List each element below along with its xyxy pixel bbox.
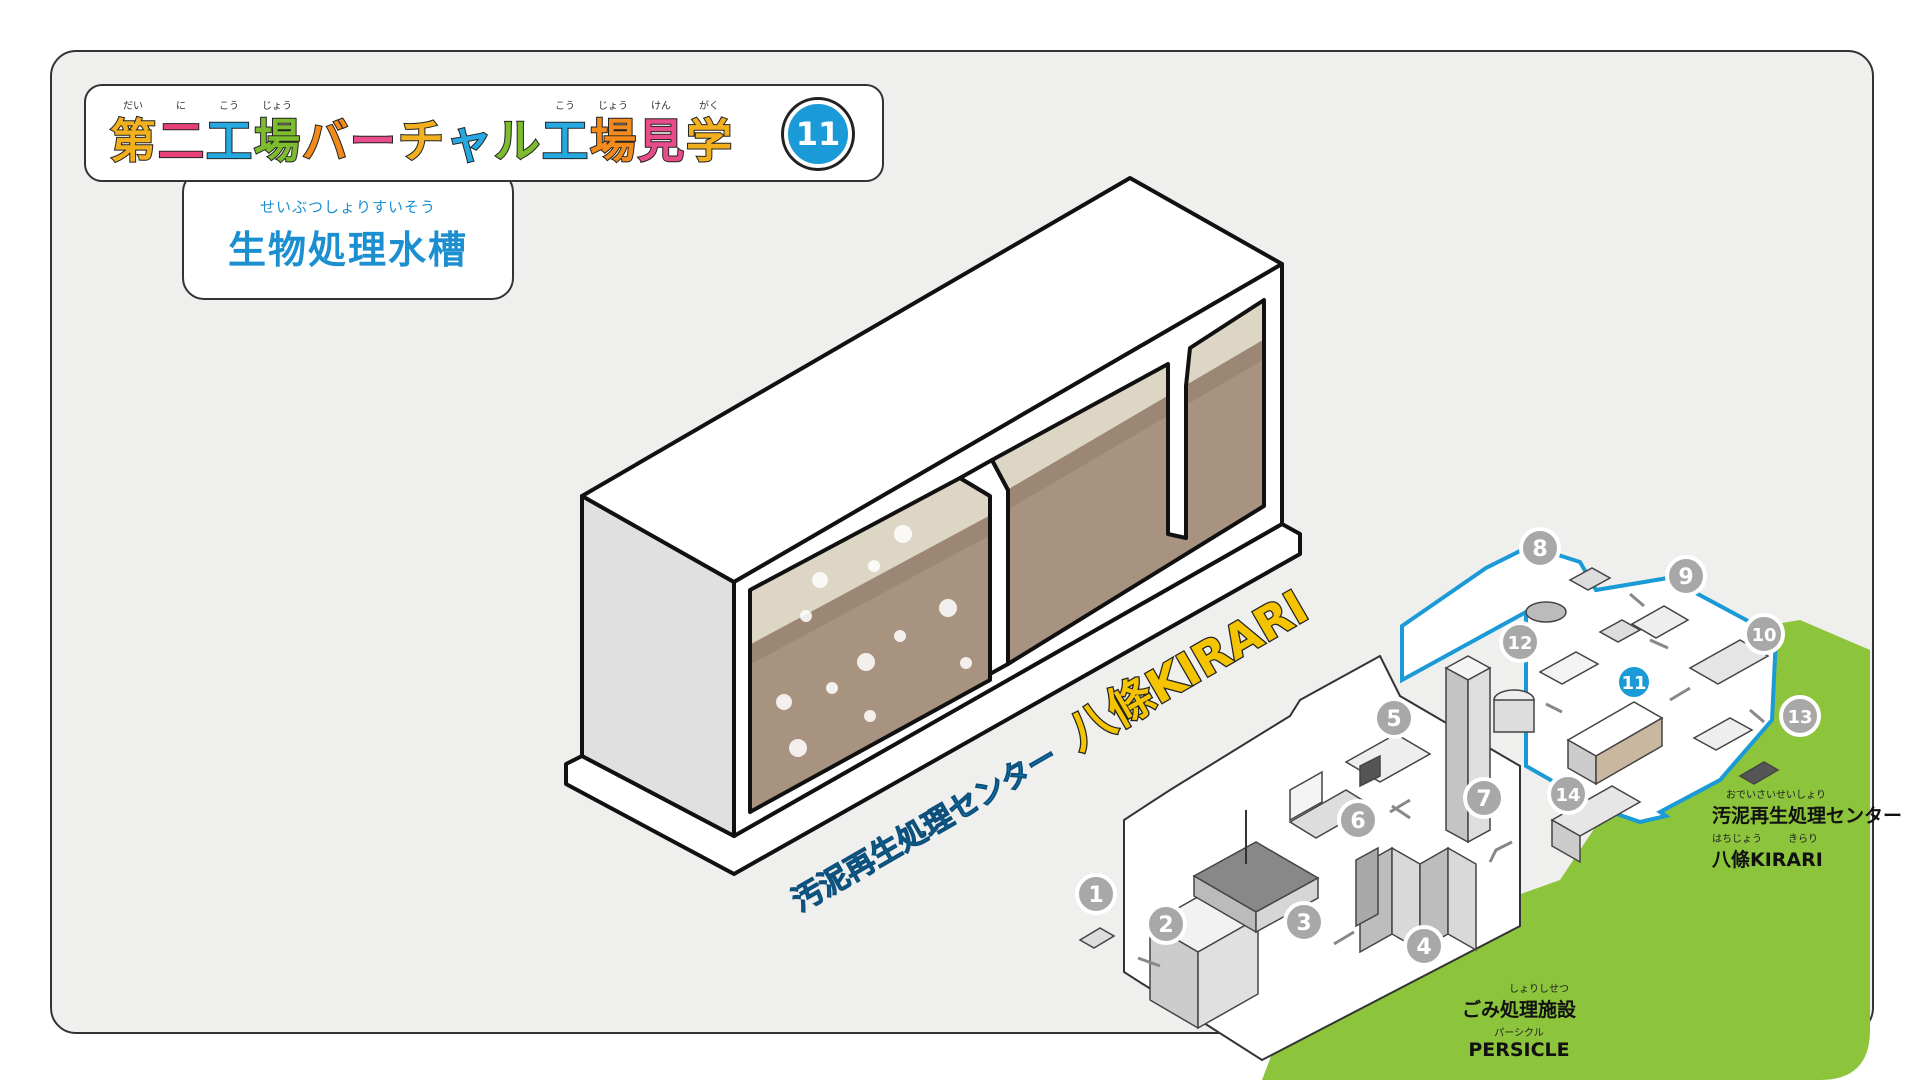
station-12-marker[interactable]: 12 <box>1499 621 1541 663</box>
title-char-glyph: 二 <box>157 113 205 169</box>
facility-map: 1 2 3 4 5 6 7 8 9 10 11 12 13 14 <box>1075 527 1821 1062</box>
title-char: だい第 <box>109 86 157 169</box>
svg-text:11: 11 <box>1621 673 1646 694</box>
title-char-ruby: がく <box>699 101 719 112</box>
title-char-ruby: じょう <box>598 101 628 112</box>
svg-text:3: 3 <box>1296 911 1311 936</box>
title-char: チ <box>397 86 445 169</box>
title-char-glyph: 工 <box>541 113 589 169</box>
title-char-glyph: バ <box>301 113 349 169</box>
svg-text:1: 1 <box>1088 883 1103 908</box>
title-box: だい第に二こう工じょう場バーチャルこう工じょう場けん見がく学 11 <box>84 84 884 182</box>
station-9-marker[interactable]: 9 <box>1665 555 1707 597</box>
title-char: じょう場 <box>589 86 637 169</box>
title-char: こう工 <box>541 86 589 169</box>
subtitle-text: 生物処理水槽 <box>227 228 468 272</box>
station-4-marker[interactable]: 4 <box>1403 925 1445 967</box>
sludge-center-name2: 八條KIRARI <box>1712 849 1823 871</box>
svg-text:5: 5 <box>1386 707 1401 732</box>
station-14-marker[interactable]: 14 <box>1547 773 1589 815</box>
svg-text:6: 6 <box>1350 809 1365 834</box>
air-bubbles <box>776 525 972 757</box>
station-2-marker[interactable]: 2 <box>1145 903 1187 945</box>
svg-text:9: 9 <box>1678 565 1693 590</box>
station-6-marker[interactable]: 6 <box>1337 799 1379 841</box>
waste-facility-name: ごみ処理施設 <box>1461 999 1576 1021</box>
svg-text:14: 14 <box>1555 785 1580 806</box>
title-char: こう工 <box>205 86 253 169</box>
title-char-ruby: けん <box>651 101 671 112</box>
sludge-center-ruby: おでいさいせいしょり <box>1726 790 1826 801</box>
title-char-glyph: 場 <box>589 113 637 169</box>
subtitle-box: せいぶつしょりすいそう 生物処理水槽 <box>182 170 514 300</box>
title-char: バ <box>301 86 349 169</box>
title-char-glyph: 場 <box>253 113 301 169</box>
waste-facility-label: しょりしせつ ごみ処理施設 パーシクル PERSICLE <box>1458 980 1580 1061</box>
title-char-glyph: 学 <box>685 113 733 169</box>
station-1-marker[interactable]: 1 <box>1075 873 1117 915</box>
title-char: がく学 <box>685 86 733 169</box>
sludge-center-ruby2b: きらり <box>1788 834 1818 845</box>
station-13-marker[interactable]: 13 <box>1779 695 1821 737</box>
equipment <box>1078 567 1780 1030</box>
step-number-badge: 11 <box>784 100 852 168</box>
waste-facility-ruby2: パーシクル <box>1494 1028 1544 1039</box>
title-char-glyph: 見 <box>637 113 685 169</box>
svg-text:2: 2 <box>1158 913 1173 938</box>
station-7-marker[interactable]: 7 <box>1463 777 1505 819</box>
title-char-ruby: じょう <box>262 101 292 112</box>
title-char: に二 <box>157 86 205 169</box>
title-char-ruby: に <box>176 101 186 112</box>
svg-text:7: 7 <box>1476 787 1491 812</box>
title-char: ャ <box>445 86 493 169</box>
title-char-glyph: ル <box>493 113 541 169</box>
title-text: だい第に二こう工じょう場バーチャルこう工じょう場けん見がく学 <box>109 86 734 169</box>
svg-text:12: 12 <box>1507 633 1532 654</box>
title-char: けん見 <box>637 86 685 169</box>
sludge-center-label: おでいさいせいしょり 汚泥再生処理センター はちじょう きらり 八條KIRARI <box>1712 786 1902 872</box>
subtitle-ruby: せいぶつしょりすいそう <box>259 198 436 216</box>
sludge-center-ruby2a: はちじょう <box>1712 834 1762 845</box>
title-char-glyph: チ <box>397 113 445 169</box>
sludge-center-name: 汚泥再生処理センター <box>1712 805 1903 827</box>
station-5-marker[interactable]: 5 <box>1373 697 1415 739</box>
svg-text:13: 13 <box>1787 707 1812 728</box>
title-char-ruby: だい <box>123 101 143 112</box>
title-char-glyph: ー <box>349 113 397 169</box>
title-char: じょう場 <box>253 86 301 169</box>
title-char: ル <box>493 86 541 169</box>
station-10-marker[interactable]: 10 <box>1743 613 1785 655</box>
station-8-marker[interactable]: 8 <box>1519 527 1561 569</box>
title-char-ruby: こう <box>555 101 575 112</box>
svg-text:10: 10 <box>1751 625 1776 646</box>
station-markers: 1 2 3 4 5 6 7 8 9 10 11 12 13 14 <box>1075 527 1821 967</box>
waste-facility-name2: PERSICLE <box>1468 1039 1570 1061</box>
station-3-marker[interactable]: 3 <box>1283 901 1325 943</box>
svg-text:8: 8 <box>1532 537 1547 562</box>
waste-facility-ruby: しょりしせつ <box>1509 984 1569 995</box>
flow-arrows <box>1137 592 1765 968</box>
title-char: ー <box>349 86 397 169</box>
title-char-glyph: 第 <box>109 113 157 169</box>
svg-text:4: 4 <box>1416 935 1431 960</box>
title-char-glyph: ャ <box>445 113 493 169</box>
station-11-marker[interactable]: 11 <box>1615 663 1653 701</box>
title-char-ruby: こう <box>219 101 239 112</box>
title-char-glyph: 工 <box>205 113 253 169</box>
